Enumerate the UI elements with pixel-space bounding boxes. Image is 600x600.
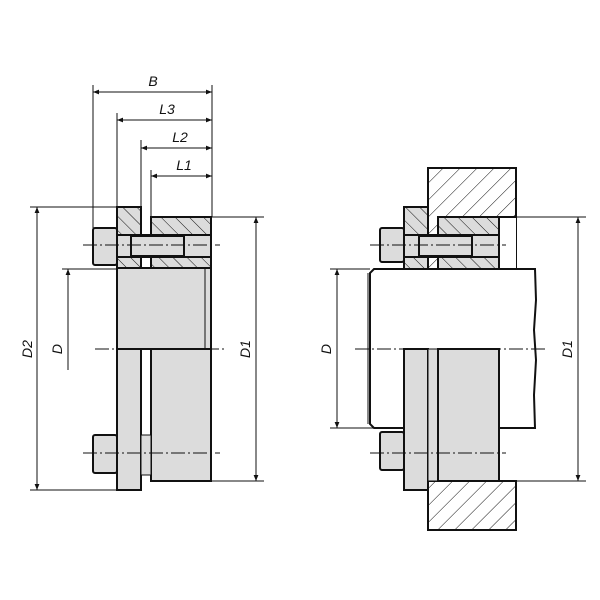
right-view: D D1 bbox=[318, 167, 586, 531]
left-view: B L3 L2 L1 D2 D D1 bbox=[19, 73, 264, 491]
outer-ring-lower bbox=[150, 348, 212, 482]
label-B: B bbox=[148, 73, 157, 89]
bolt-head-top bbox=[92, 227, 118, 266]
label-D-left: D bbox=[49, 344, 65, 354]
inner-ring-body bbox=[116, 267, 212, 350]
label-D1-left: D1 bbox=[237, 340, 253, 358]
flange-ring-lower-right bbox=[403, 348, 429, 491]
housing-bottom bbox=[427, 480, 517, 531]
label-D2: D2 bbox=[19, 340, 35, 358]
label-D-right: D bbox=[318, 344, 334, 354]
bolt-head-bottom-right bbox=[379, 431, 405, 471]
label-D1-right: D1 bbox=[559, 340, 575, 358]
label-L3: L3 bbox=[159, 101, 175, 117]
label-L2: L2 bbox=[172, 129, 188, 145]
outer-ring-lower-right bbox=[437, 348, 500, 482]
flange-ring-lower bbox=[116, 348, 142, 491]
bolt-head-bottom bbox=[92, 434, 118, 474]
label-L1: L1 bbox=[176, 157, 192, 173]
